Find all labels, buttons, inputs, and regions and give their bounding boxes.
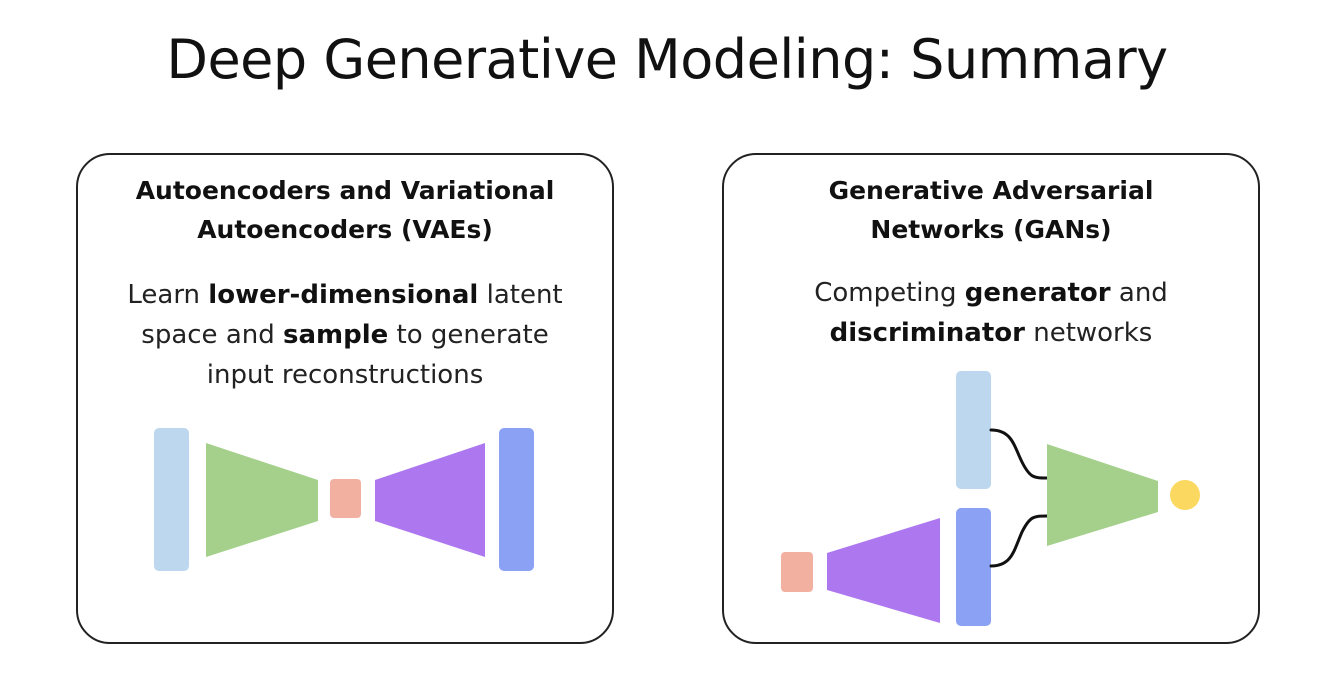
vae-description: Learn lower-dimensional latent space and… [78,275,612,395]
gan-heading: Generative Adversarial Networks (GANs) [724,171,1258,249]
vae-heading-line2: Autoencoders (VAEs) [197,215,493,244]
gan-desc-line1: Competing generator and [724,273,1258,313]
gan-desc-text: and [1110,278,1168,308]
vae-desc-text: space and [141,320,283,350]
vae-card: Autoencoders and Variational Autoencoder… [76,153,614,644]
gan-desc-bold: generator [964,278,1111,308]
vae-heading: Autoencoders and Variational Autoencoder… [78,171,612,249]
vae-desc-line2: space and sample to generate [78,315,612,355]
slide-title: Deep Generative Modeling: Summary [166,28,1168,91]
gan-heading-line1: Generative Adversarial [828,176,1154,205]
vae-heading-line1: Autoencoders and Variational [135,176,555,205]
gan-desc-text: Competing [814,278,965,308]
vae-desc-bold: lower-dimensional [208,280,479,310]
gan-description: Competing generator and discriminator ne… [724,273,1258,353]
vae-desc-text: Learn [127,280,209,310]
vae-desc-line1: Learn lower-dimensional latent [78,275,612,315]
vae-desc-bold: sample [283,320,389,350]
vae-desc-line3: input reconstructions [206,360,484,390]
vae-desc-text: to generate [388,320,549,350]
gan-desc-bold: discriminator [829,318,1025,348]
gan-desc-line2: discriminator networks [724,313,1258,353]
gan-card: Generative Adversarial Networks (GANs) C… [722,153,1260,644]
vae-desc-text: latent [478,280,563,310]
gan-desc-text: networks [1024,318,1153,348]
gan-heading-line2: Networks (GANs) [870,215,1112,244]
